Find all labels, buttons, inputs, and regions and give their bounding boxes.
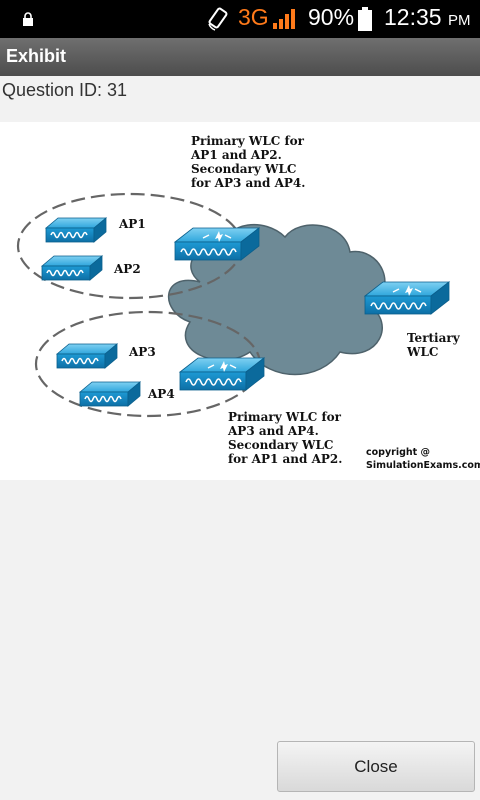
ap2-label: AP2 <box>113 262 141 276</box>
clock-time: 12:35 <box>384 4 442 30</box>
wlc2-desc-line1: Primary WLC for <box>228 410 342 424</box>
title-bar: Exhibit <box>0 38 480 76</box>
ap4-label: AP4 <box>147 387 175 401</box>
status-bar: 3G 90% 12:35 PM <box>0 0 480 38</box>
exhibit-diagram: AP1 AP2 AP3 AP4 Primary WLC for AP1 and … <box>0 122 480 480</box>
clock: 12:35 PM <box>384 4 470 31</box>
copyright-line1: copyright @ <box>366 447 430 458</box>
wlc1-desc-line3: Secondary WLC <box>191 162 296 176</box>
wlc1-desc-line2: AP1 and AP2. <box>190 148 282 162</box>
ap4-device <box>79 381 141 407</box>
battery-percent: 90% <box>308 4 355 30</box>
wlc-primary-ap1-ap2 <box>174 227 260 261</box>
ap1-device <box>45 217 107 243</box>
wlc1-desc-line1: Primary WLC for <box>191 134 305 148</box>
wlc2-desc-line4: for AP1 and AP2. <box>228 452 342 466</box>
wlc-primary-ap3-ap4 <box>179 357 265 391</box>
ap3-label: AP3 <box>128 345 156 359</box>
wlc-tertiary <box>364 281 450 315</box>
copyright-line2: SimulationExams.com <box>366 460 480 471</box>
question-id: Question ID: 31 <box>2 80 128 100</box>
clock-ampm: PM <box>447 12 471 29</box>
tertiary-line2: WLC <box>406 345 438 359</box>
ap3-device <box>56 343 118 369</box>
tertiary-line1: Tertiary <box>407 331 461 345</box>
wlc2-desc-line2: AP3 and AP4. <box>227 424 319 438</box>
page-title: Exhibit <box>6 46 67 66</box>
wlc2-desc-line3: Secondary WLC <box>228 438 333 452</box>
signal-icon <box>273 9 295 29</box>
screen-rotation-icon <box>208 7 228 31</box>
network-type: 3G <box>238 4 269 30</box>
ap2-device <box>41 255 103 281</box>
lock-icon <box>23 12 33 26</box>
wlc1-desc-line4: for AP3 and AP4. <box>191 176 305 190</box>
ap1-label: AP1 <box>118 217 146 231</box>
battery-icon <box>358 7 372 31</box>
close-button[interactable]: Close <box>277 741 475 792</box>
network-diagram: AP1 AP2 AP3 AP4 Primary WLC for AP1 and … <box>16 134 480 471</box>
